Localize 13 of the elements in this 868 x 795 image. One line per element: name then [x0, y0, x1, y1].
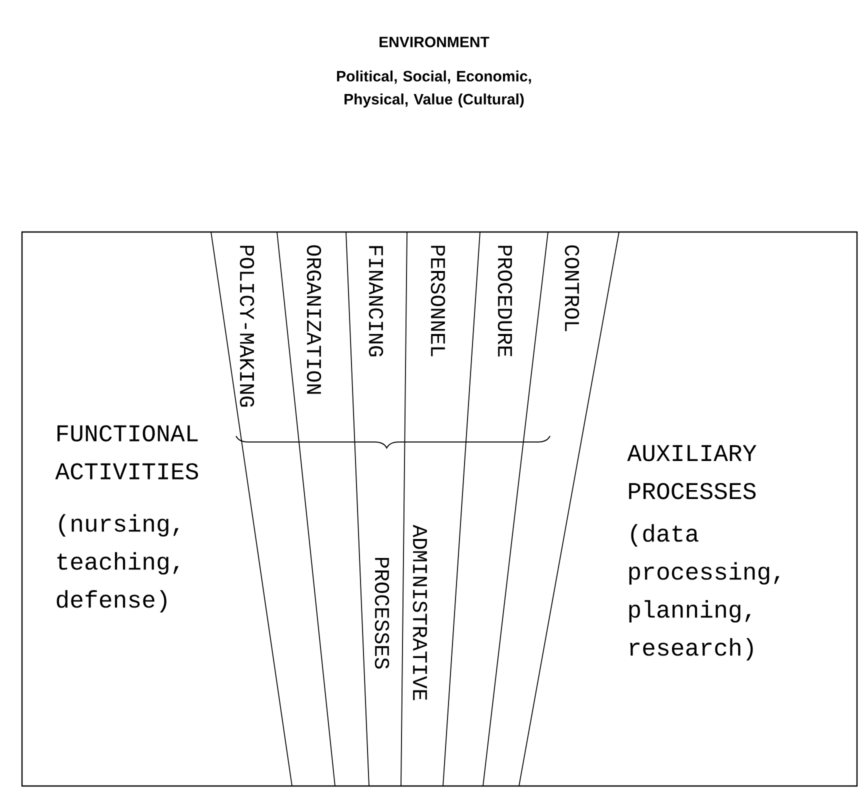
- strip-label: FINANCING: [368, 246, 384, 356]
- strip-label: PERSONNEL: [430, 246, 446, 356]
- strip-label: ORGANIZATION: [306, 245, 322, 394]
- title: ENVIRONMENT: [380, 36, 490, 48]
- strip-label: POLICY-MAKING: [240, 246, 254, 407]
- side-label: AUXILIARY PROCESSES: [627, 445, 756, 500]
- side-label: FUNCTIONAL ACTIVITIES: [55, 425, 198, 480]
- side-label: (data processing, planning, research): [629, 524, 780, 661]
- group-label: ADMINISTRATIVE PROCESSES: [374, 524, 428, 700]
- side-label: (nursing, teaching, defense): [56, 514, 179, 613]
- strip-label: PROCEDURE: [498, 246, 512, 356]
- strip-label: CONTROL: [564, 245, 580, 332]
- subtitle: Political, Social, Economic, Physical, Value (Cultural): [337, 70, 531, 108]
